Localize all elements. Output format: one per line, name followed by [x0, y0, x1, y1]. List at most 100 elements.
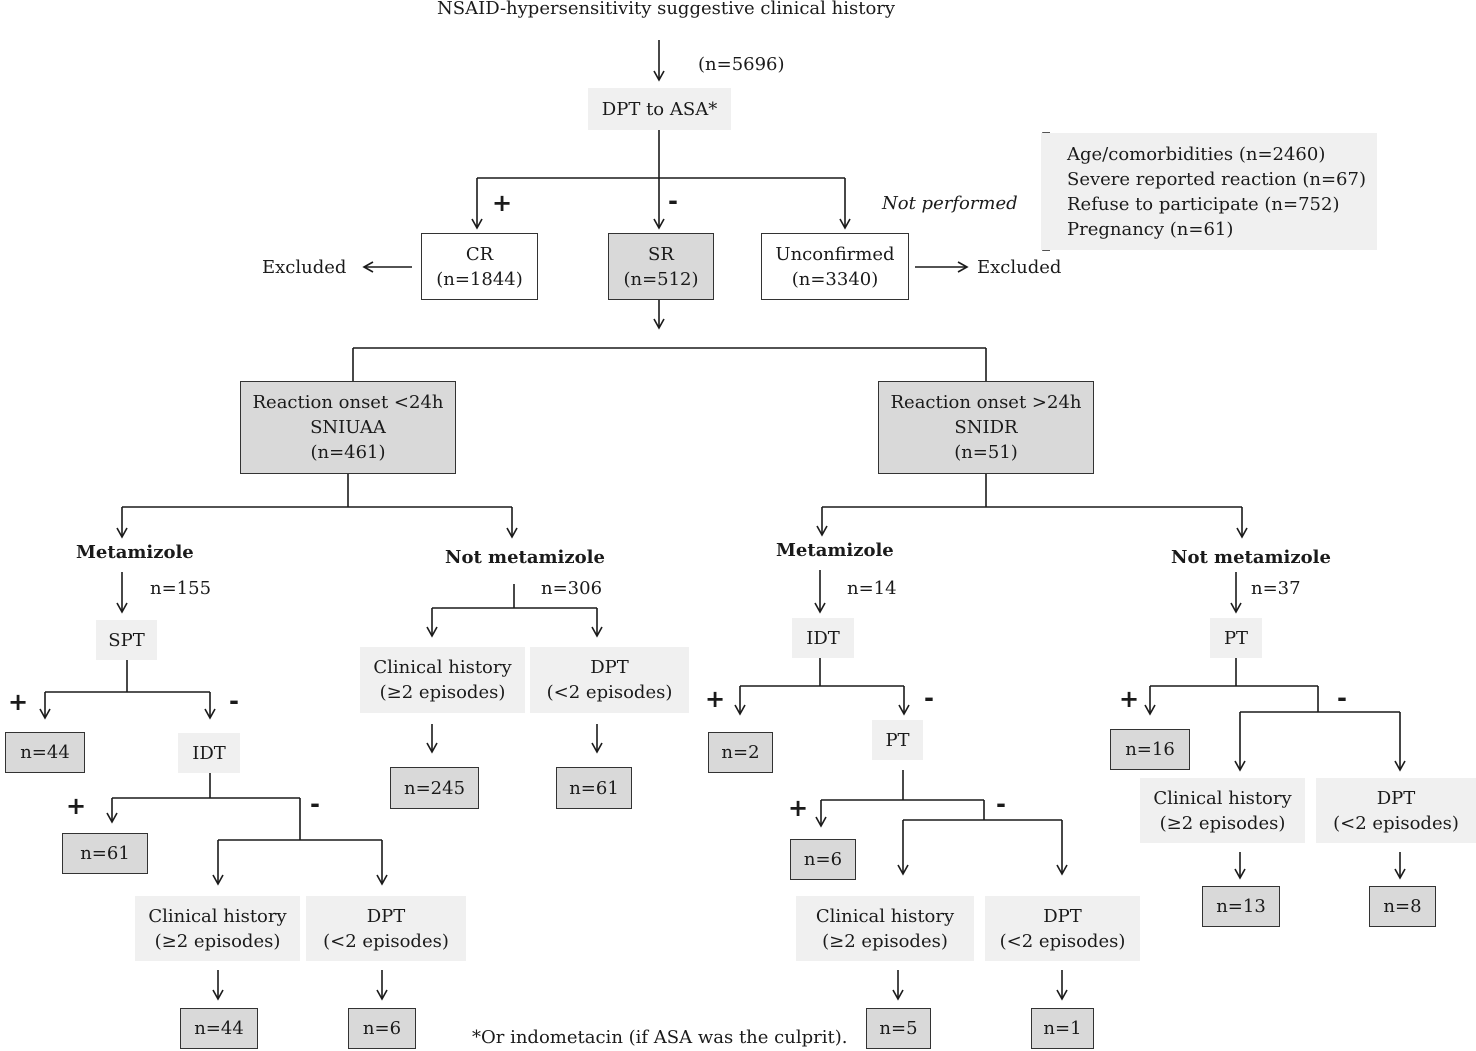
early-onset-count: (n=461) [310, 442, 386, 463]
branch-b-dpt-result: n=61 [569, 777, 619, 799]
branch-b-history-line2: (≥2 episodes) [379, 682, 506, 703]
branch-a-spt-plus: + [8, 688, 29, 716]
unconfirmed-box: Unconfirmed (n=3340) [761, 233, 909, 300]
branch-a-dpt-line2: (<2 episodes) [323, 930, 449, 952]
unconfirmed-label: Unconfirmed [775, 243, 895, 265]
branch-c-history-result-box: n=5 [866, 1008, 931, 1049]
cr-box: CR (n=1844) [421, 233, 538, 300]
excluded-left: Excluded [262, 257, 347, 278]
footnote: *Or indometacin (if ASA was the culprit)… [472, 1027, 848, 1048]
branch-a-idt-positive-count: n=61 [80, 843, 130, 864]
branch-c-title: Metamizole [776, 540, 894, 561]
branch-c-pt-plus: + [788, 794, 809, 822]
branch-b-count: n=306 [541, 578, 603, 599]
branch-a-spt-box: SPT [96, 620, 157, 660]
branch-a-history-line2: (≥2 episodes) [154, 930, 281, 952]
branch-d-dpt-result-box: n=8 [1369, 886, 1436, 927]
not-performed-label: Not performed [882, 193, 1018, 214]
reason-pregnancy: Pregnancy (n=61) [1067, 218, 1234, 240]
branch-a-history-box: Clinical history (≥2 episodes) [135, 896, 300, 961]
branch-d-pt-label: PT [1223, 627, 1249, 649]
branch-b-history-box: Clinical history (≥2 episodes) [360, 647, 525, 713]
minus-sign: - [668, 187, 678, 215]
branch-d-pt-minus: - [1337, 684, 1347, 712]
branch-a-idt-positive-box: n=61 [62, 833, 148, 874]
branch-d-pt-positive-count: n=16 [1125, 739, 1175, 760]
unconfirmed-count: (n=3340) [791, 268, 879, 290]
branch-c-idt-positive-count: n=2 [721, 742, 760, 763]
branch-a-history-result: n=44 [194, 1018, 244, 1039]
branch-a-history-line1: Clinical history [148, 905, 287, 927]
branch-d-pt-positive-box: n=16 [1110, 729, 1190, 770]
branch-a-idt-label: IDT [192, 742, 226, 764]
branch-a-dpt-line1: DPT [366, 905, 406, 927]
late-onset-line2: SNIDR [954, 417, 1018, 438]
branch-a-spt-label: SPT [108, 629, 145, 651]
branch-c-dpt-result-box: n=1 [1031, 1008, 1094, 1049]
late-onset-count: (n=51) [954, 442, 1018, 463]
excluded-right: Excluded [977, 257, 1062, 278]
branch-c-count: n=14 [847, 578, 897, 599]
branch-c-pt-label: PT [885, 729, 910, 751]
total-count: (n=5696) [698, 54, 785, 75]
branch-a-dpt-box: DPT (<2 episodes) [306, 896, 466, 961]
late-onset-line1: Reaction onset >24h [890, 392, 1082, 413]
branch-a-dpt-result: n=6 [362, 1018, 402, 1039]
cr-label: CR [465, 243, 494, 265]
branch-a-title: Metamizole [76, 542, 194, 563]
reason-age: Age/comorbidities (n=2460) [1067, 143, 1326, 165]
branch-c-dpt-result: n=1 [1043, 1018, 1082, 1039]
branch-a-history-result-box: n=44 [180, 1008, 258, 1049]
branch-a-spt-positive-box: n=44 [5, 732, 85, 773]
cr-count: (n=1844) [436, 268, 523, 290]
early-onset-line2: SNIUAA [310, 417, 386, 438]
sr-label: SR [648, 243, 674, 265]
branch-c-history-result: n=5 [879, 1018, 918, 1039]
branch-d-dpt-result: n=8 [1383, 896, 1422, 917]
reason-refuse: Refuse to participate (n=752) [1067, 193, 1340, 215]
branch-c-dpt-line2: (<2 episodes) [999, 930, 1126, 952]
branch-a-count: n=155 [150, 578, 212, 599]
branch-d-title: Not metamizole [1171, 547, 1331, 568]
branch-b-dpt-box: DPT (<2 episodes) [530, 647, 689, 713]
branch-b-dpt-line1: DPT [590, 657, 629, 678]
branch-c-pt-box: PT [872, 720, 923, 760]
branch-a-idt-plus: + [66, 792, 87, 820]
branch-b-history-result: n=245 [403, 777, 466, 799]
not-performed-reasons-box: Age/comorbidities (n=2460) Severe report… [1041, 133, 1377, 250]
branch-a-spt-positive-count: n=44 [20, 742, 70, 763]
plus-sign: + [492, 189, 513, 217]
branch-d-count: n=37 [1251, 578, 1301, 599]
branch-c-idt-positive-box: n=2 [708, 732, 773, 773]
early-onset-line1: Reaction onset <24h [252, 392, 444, 413]
branch-d-dpt-line1: DPT [1376, 787, 1416, 809]
sr-count: (n=512) [623, 268, 699, 290]
late-onset-box: Reaction onset >24h SNIDR (n=51) [878, 381, 1094, 474]
branch-c-pt-minus: - [996, 790, 1006, 818]
reason-severe: Severe reported reaction (n=67) [1067, 168, 1366, 190]
branch-b-dpt-line2: (<2 episodes) [546, 682, 673, 703]
sr-box: SR (n=512) [608, 233, 714, 300]
branch-c-idt-plus: + [705, 685, 726, 713]
branch-d-dpt-box: DPT (<2 episodes) [1316, 778, 1476, 843]
branch-c-dpt-line1: DPT [1043, 905, 1082, 927]
branch-d-history-result: n=13 [1216, 896, 1266, 917]
branch-a-idt-minus: - [310, 790, 320, 818]
branch-a-dpt-result-box: n=6 [348, 1008, 416, 1049]
branch-b-history-result-box: n=245 [390, 767, 479, 809]
branch-c-history-box: Clinical history (≥2 episodes) [796, 896, 974, 961]
branch-c-pt-positive-box: n=6 [790, 839, 856, 880]
branch-c-history-line1: Clinical history [815, 905, 955, 927]
branch-d-history-box: Clinical history (≥2 episodes) [1140, 778, 1305, 843]
early-onset-box: Reaction onset <24h SNIUAA (n=461) [240, 381, 456, 474]
branch-c-history-line2: (≥2 episodes) [822, 930, 948, 952]
branch-a-spt-minus: - [229, 687, 239, 715]
clinical-history-title: NSAID-hypersensitivity suggestive clinic… [437, 0, 896, 19]
branch-d-pt-box: PT [1210, 618, 1262, 658]
branch-c-idt-box: IDT [792, 618, 854, 658]
branch-c-dpt-box: DPT (<2 episodes) [985, 896, 1140, 961]
branch-a-idt-box: IDT [178, 733, 240, 773]
branch-d-pt-plus: + [1119, 685, 1140, 713]
